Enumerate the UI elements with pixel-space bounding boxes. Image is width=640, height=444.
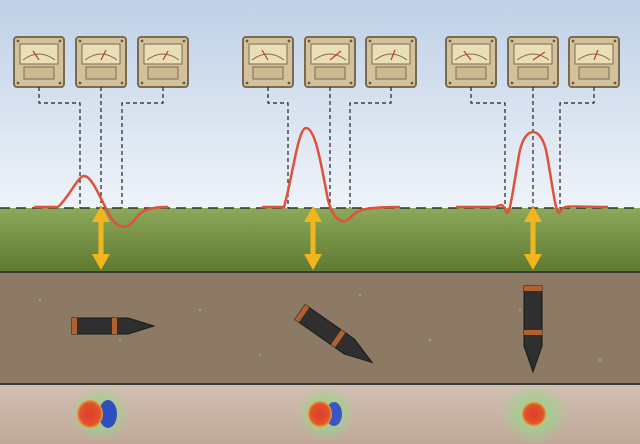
meter-3a xyxy=(445,36,497,88)
meter-1b xyxy=(75,36,127,88)
leader-line-3a xyxy=(470,87,506,208)
signal-curve-1 xyxy=(34,174,169,228)
anomaly-map-2 xyxy=(296,386,356,442)
group-2 xyxy=(242,36,417,442)
depth-arrow-3 xyxy=(524,206,542,270)
leader-line-1c xyxy=(121,87,164,208)
group-3 xyxy=(445,36,620,444)
buried-shell-2 xyxy=(294,303,374,364)
meter-2a xyxy=(242,36,294,88)
group-1 xyxy=(13,36,189,442)
signal-curve-3 xyxy=(456,130,609,215)
depth-arrow-1 xyxy=(92,206,110,270)
leader-line-2a xyxy=(267,87,289,208)
sky xyxy=(0,0,640,208)
buried-shell-1 xyxy=(71,317,156,335)
leader-line-1a xyxy=(38,87,81,208)
leader-line-3c xyxy=(559,87,595,208)
depth-arrow-2 xyxy=(304,206,322,270)
anomaly-map-3 xyxy=(500,384,568,444)
buried-shell-3 xyxy=(523,285,543,374)
leader-line-2c xyxy=(349,87,392,208)
meter-2b xyxy=(304,36,356,88)
anomaly-map-1 xyxy=(70,386,130,442)
meter-2c xyxy=(365,36,417,88)
meter-1c xyxy=(137,36,189,88)
meter-1a xyxy=(13,36,65,88)
signal-curve-2 xyxy=(262,126,401,223)
meter-3b xyxy=(507,36,559,88)
soil-texture xyxy=(38,293,602,362)
meter-3c xyxy=(568,36,620,88)
